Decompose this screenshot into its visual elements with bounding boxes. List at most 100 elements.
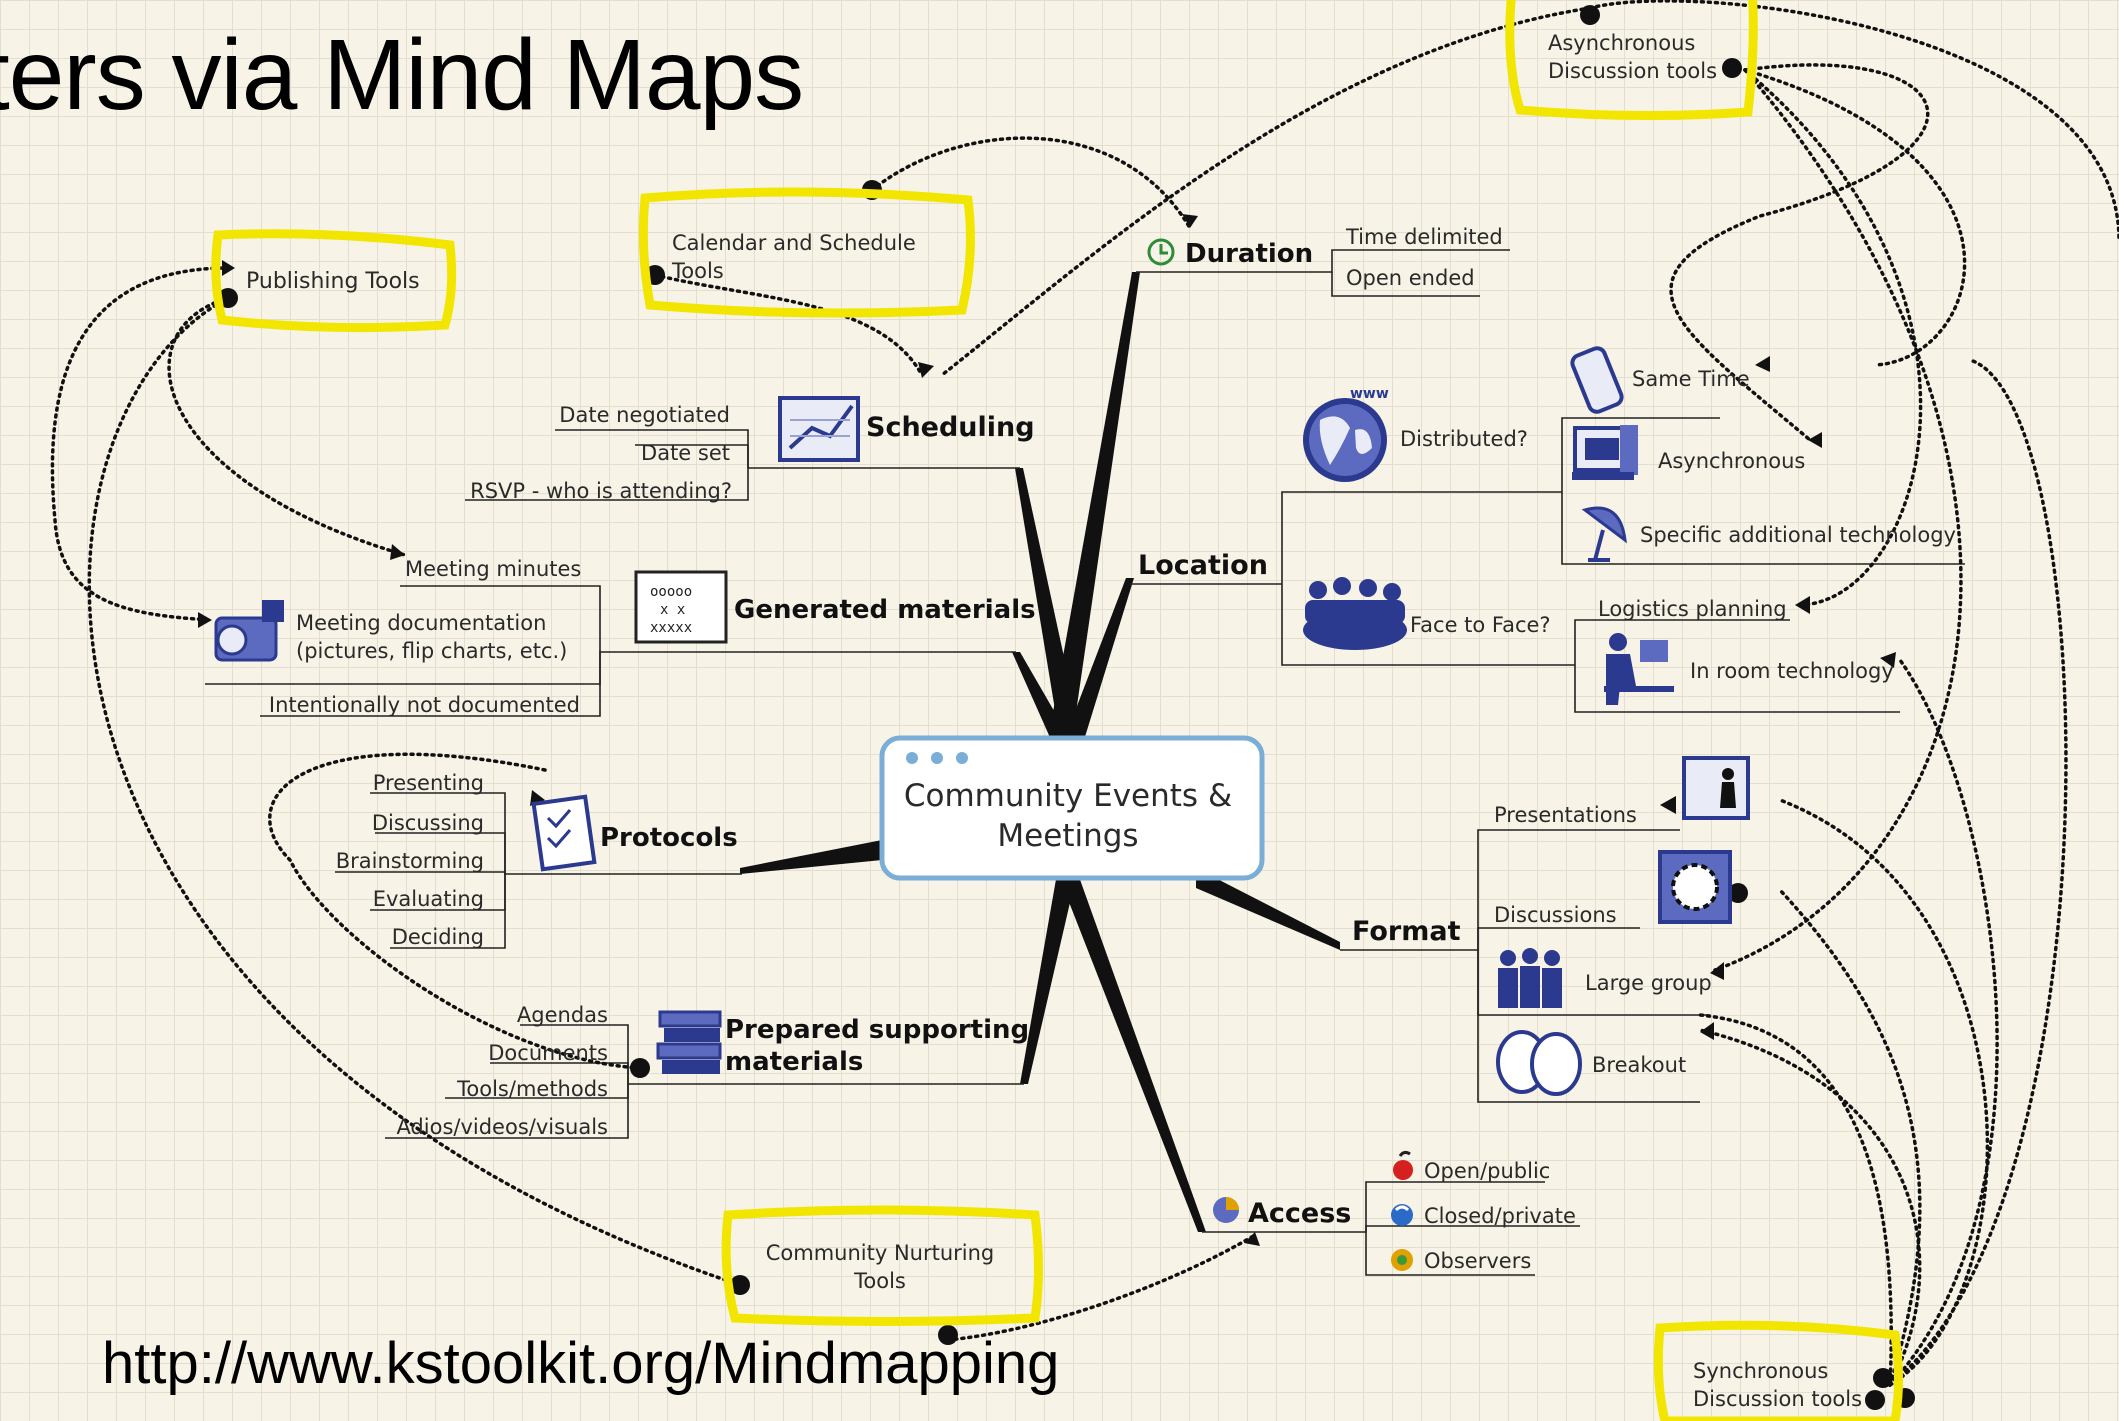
distributed-item-2: Specific additional technology — [1640, 523, 1956, 547]
spoke-generated — [1012, 652, 1072, 742]
generated-item-1: Meeting documentation — [296, 611, 546, 635]
tool-nurturing-line1: Community Nurturing — [766, 1241, 995, 1265]
duration-item-0: Time delimited — [1345, 225, 1503, 249]
central-dot-3 — [956, 752, 968, 764]
tool-nurturing-box: Community Nurturing Tools — [721, 1205, 1043, 1326]
clock-icon — [1147, 238, 1175, 266]
generated-item-3: Intentionally not documented — [269, 693, 580, 717]
branch-protocols: Protocols Presenting Discussing Brainsto… — [336, 771, 738, 949]
protocols-item-2: Brainstorming — [336, 849, 484, 873]
access-icon — [1213, 1197, 1239, 1223]
generated-label: Generated materials — [734, 595, 1036, 625]
books-icon — [656, 1010, 722, 1074]
branch-access: Access Open/public Closed/private Observ… — [1213, 1150, 1576, 1273]
tool-calendar-box: Calendar and Schedule Tools — [638, 187, 975, 318]
prepared-item-2: Tools/methods — [456, 1077, 608, 1101]
phone-icon — [1570, 346, 1624, 414]
location-label: Location — [1138, 550, 1268, 581]
duration-item-1: Open ended — [1346, 266, 1475, 290]
tool-nurturing-line2: Tools — [853, 1269, 906, 1293]
presenter-icon — [1682, 756, 1750, 820]
large-group-icon — [1498, 948, 1562, 1008]
branch-duration: Duration Time delimited Open ended — [1147, 225, 1503, 290]
breakout-faces-icon — [1496, 1030, 1582, 1096]
source-url[interactable]: http://www.kstoolkit.org/Mindmapping — [102, 1331, 1060, 1396]
generated-item-0: Meeting minutes — [405, 557, 581, 581]
access-item-2: Observers — [1424, 1249, 1531, 1273]
prepared-item-0: Agendas — [517, 1003, 608, 1027]
protocols-item-1: Discussing — [372, 811, 484, 835]
protocols-label: Protocols — [600, 823, 738, 853]
format-label: Format — [1352, 916, 1461, 947]
protocols-item-0: Presenting — [373, 771, 484, 795]
satellite-dish-icon — [1581, 506, 1627, 562]
format-item-1: Discussions — [1494, 903, 1617, 927]
scheduling-item-2: RSVP - who is attending? — [470, 479, 732, 503]
computer-icon — [1572, 425, 1638, 480]
tool-sync-line2: Discussion tools — [1693, 1387, 1862, 1411]
prepared-label-line2: materials — [725, 1047, 863, 1077]
dotted-connectors — [50, 0, 2119, 1387]
generated-item-2: (pictures, flip charts, etc.) — [296, 639, 567, 663]
central-dot-1 — [906, 752, 918, 764]
svg-text:x x: x x — [660, 602, 685, 618]
spoke-scheduling — [1015, 468, 1082, 740]
protocols-item-4: Deciding — [392, 925, 484, 949]
spoke-duration — [1048, 272, 1140, 740]
tool-sync-line1: Synchronous — [1693, 1359, 1828, 1383]
tool-calendar-line2: Tools — [671, 259, 724, 283]
tool-publishing-line1: Publishing Tools — [246, 269, 420, 294]
chart-icon — [778, 396, 860, 462]
prepared-item-3: Adios/videos/visuals — [396, 1115, 608, 1139]
scheduling-item-1: Date set — [641, 441, 730, 465]
spoke-access — [1058, 874, 1206, 1232]
branch-scheduling: Scheduling Date negotiated Date set RSVP… — [470, 396, 1035, 503]
access-label: Access — [1248, 1198, 1351, 1229]
globe-icon: www — [1303, 386, 1389, 482]
branch-generated: ooooo x x xxxxx Generated materials Meet… — [214, 557, 1036, 717]
meeting-group-icon — [1303, 577, 1407, 650]
spoke-location — [1064, 578, 1134, 740]
duration-label: Duration — [1185, 239, 1313, 269]
scheduling-label: Scheduling — [866, 412, 1035, 443]
tool-calendar-line1: Calendar and Schedule — [672, 231, 916, 255]
svg-text:www: www — [1350, 386, 1389, 402]
branch-lines — [205, 249, 1965, 1276]
person-desk-icon — [1604, 633, 1674, 705]
format-item-2: Large group — [1585, 971, 1712, 995]
checklist-icon — [531, 794, 597, 872]
tool-async-line2: Discussion tools — [1548, 59, 1717, 83]
observers-icon — [1391, 1249, 1413, 1271]
prepared-label-line1: Prepared supporting — [725, 1015, 1029, 1045]
tool-publishing-box: Publishing Tools — [211, 229, 457, 333]
flipchart-icon: ooooo x x xxxxx — [634, 570, 728, 644]
access-item-1: Closed/private — [1424, 1204, 1576, 1228]
prepared-item-1: Documents — [488, 1041, 608, 1065]
spoke-format — [1196, 868, 1340, 950]
branch-format: Format Presentations Discussions Large g… — [1352, 756, 1750, 1096]
format-item-0: Presentations — [1494, 803, 1637, 827]
spoke-protocols — [740, 840, 882, 874]
open-public-icon — [1393, 1150, 1413, 1180]
access-item-0: Open/public — [1424, 1159, 1550, 1183]
scheduling-item-0: Date negotiated — [559, 403, 730, 427]
spoke-prepared — [1020, 868, 1078, 1084]
protocols-item-3: Evaluating — [373, 887, 484, 911]
branch-prepared: Prepared supporting materials Agendas Do… — [396, 1003, 1029, 1139]
tool-async-line1: Asynchronous — [1548, 31, 1695, 55]
svg-text:ooooo: ooooo — [650, 584, 692, 600]
tool-sync-box: Synchronous Discussion tools — [1653, 1320, 1903, 1421]
central-line2: Meetings — [997, 818, 1138, 854]
central-node: Community Events & Meetings — [879, 735, 1265, 881]
tool-async-box: Asynchronous Discussion tools — [1505, 0, 1758, 121]
distributed-label: Distributed? — [1400, 427, 1528, 451]
distributed-item-1: Asynchronous — [1658, 449, 1805, 473]
face-item-1: In room technology — [1690, 659, 1894, 683]
closed-private-icon — [1391, 1204, 1413, 1226]
camcorder-icon — [214, 600, 284, 662]
svg-text:xxxxx: xxxxx — [650, 620, 692, 636]
format-item-3: Breakout — [1592, 1053, 1686, 1077]
branch-location: Location www Distributed? Same Time Asyn… — [1138, 346, 1956, 705]
face-to-face-label: Face to Face? — [1410, 613, 1551, 637]
